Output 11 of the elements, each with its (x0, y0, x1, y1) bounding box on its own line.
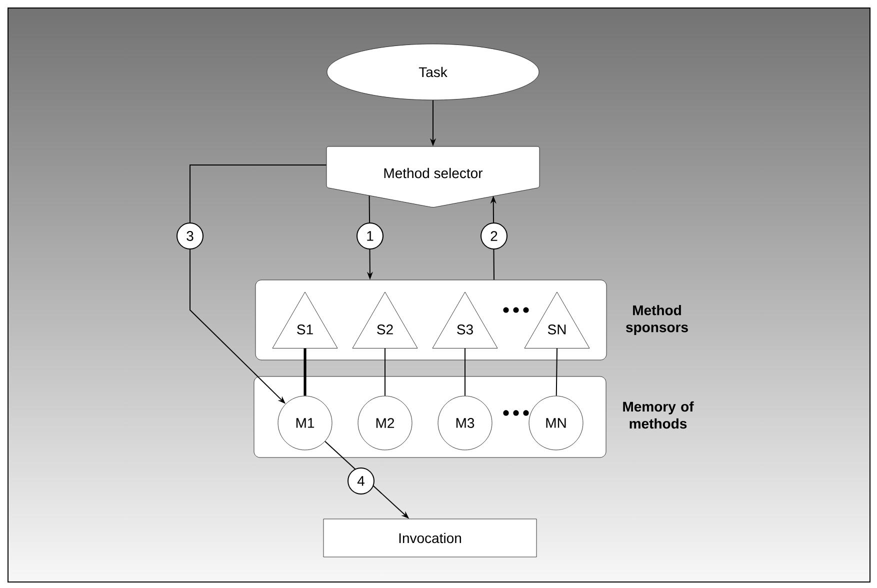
edge-label: 3 (176, 222, 204, 250)
group-label: Memory of methods (623, 401, 694, 429)
edge-label: 2 (480, 222, 508, 250)
edge-label: 1 (356, 222, 384, 250)
process-box: Invocation (323, 518, 537, 558)
group-label: Method sponsors (626, 304, 688, 335)
sponsor-triangle: SN (524, 292, 590, 348)
sponsor-triangle: S2 (352, 292, 418, 348)
edge-label: 4 (348, 467, 374, 494)
sponsor-triangle: S1 (272, 292, 338, 348)
sponsor-triangle: S3 (432, 292, 498, 348)
